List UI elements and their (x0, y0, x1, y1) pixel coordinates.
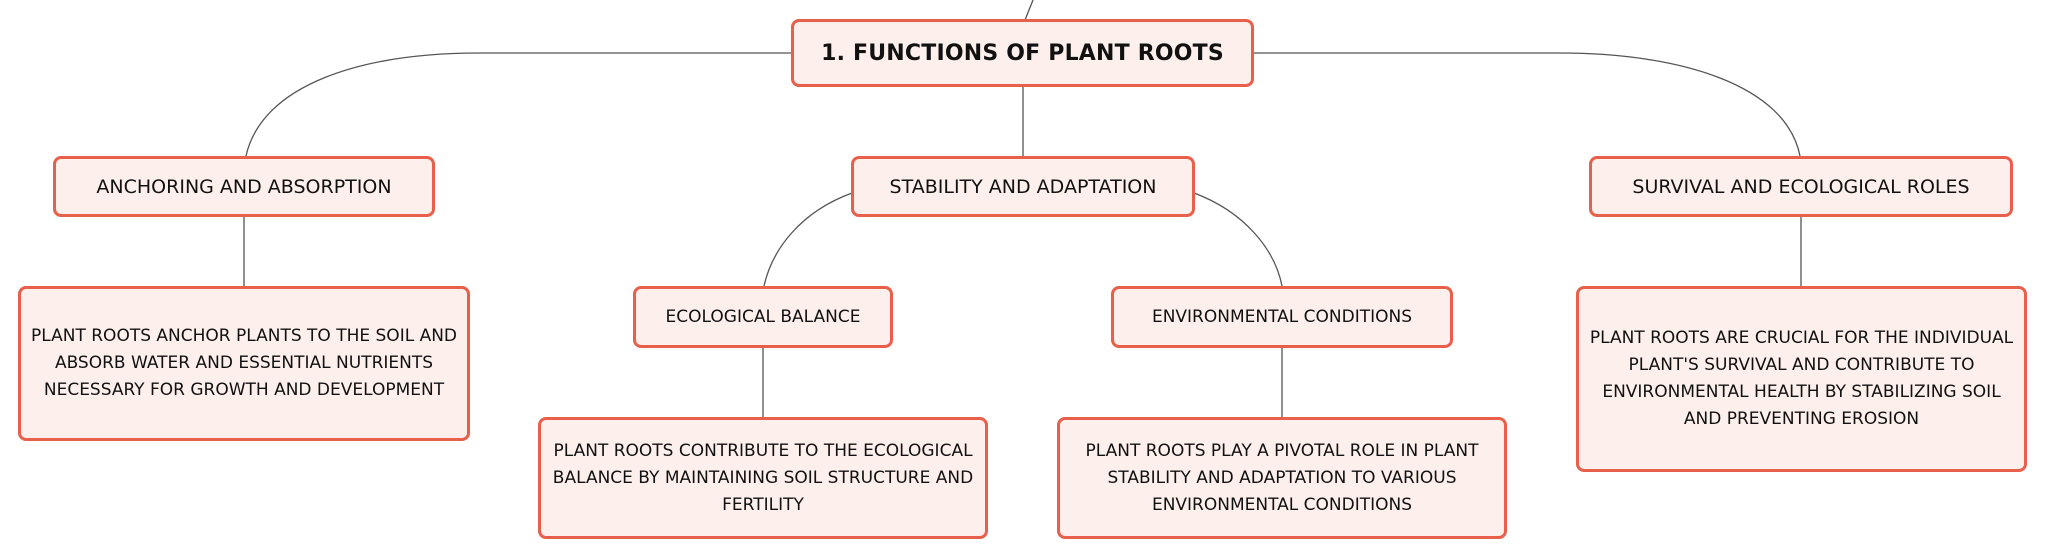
node-anchoring-label: ANCHORING AND ABSORPTION (96, 175, 392, 198)
detail-anchoring-and-absorption[interactable]: PLANT ROOTS ANCHOR PLANTS TO THE SOIL AN… (18, 286, 470, 441)
node-survival-and-ecological-roles[interactable]: SURVIVAL AND ECOLOGICAL ROLES (1589, 156, 2013, 217)
detail-anchoring-text: PLANT ROOTS ANCHOR PLANTS TO THE SOIL AN… (31, 326, 458, 400)
connector-stability-to-ecological (763, 192, 853, 287)
detail-environmental-text: PLANT ROOTS PLAY A PIVOTAL ROLE IN PLANT… (1085, 440, 1479, 515)
detail-environmental-conditions[interactable]: PLANT ROOTS PLAY A PIVOTAL ROLE IN PLANT… (1057, 417, 1507, 539)
detail-survival-text: PLANT ROOTS ARE CRUCIAL FOR THE INDIVIDU… (1589, 328, 2014, 429)
node-stability-label: STABILITY AND ADAPTATION (889, 175, 1157, 198)
detail-ecological-balance[interactable]: PLANT ROOTS CONTRIBUTE TO THE ECOLOGICAL… (538, 417, 988, 539)
connector-root-to-survival (1254, 52, 1801, 157)
connector-root-to-anchoring (245, 52, 791, 157)
root-node-label: 1. FUNCTIONS OF PLANT ROOTS (821, 40, 1224, 66)
node-survival-label: SURVIVAL AND ECOLOGICAL ROLES (1632, 175, 1970, 198)
root-node[interactable]: 1. FUNCTIONS OF PLANT ROOTS (791, 19, 1254, 87)
node-anchoring-and-absorption[interactable]: ANCHORING AND ABSORPTION (53, 156, 435, 217)
node-ecological-label: ECOLOGICAL BALANCE (665, 307, 861, 327)
node-environmental-conditions[interactable]: ENVIRONMENTAL CONDITIONS (1111, 286, 1453, 348)
detail-survival-and-ecological-roles[interactable]: PLANT ROOTS ARE CRUCIAL FOR THE INDIVIDU… (1576, 286, 2027, 472)
detail-ecological-text: PLANT ROOTS CONTRIBUTE TO THE ECOLOGICAL… (552, 440, 974, 515)
node-environmental-label: ENVIRONMENTAL CONDITIONS (1151, 307, 1413, 327)
node-stability-and-adaptation[interactable]: STABILITY AND ADAPTATION (851, 156, 1195, 217)
connector-parent-to-root (1024, 0, 1034, 21)
node-ecological-balance[interactable]: ECOLOGICAL BALANCE (633, 286, 893, 348)
connector-stability-to-environmental (1193, 192, 1283, 287)
